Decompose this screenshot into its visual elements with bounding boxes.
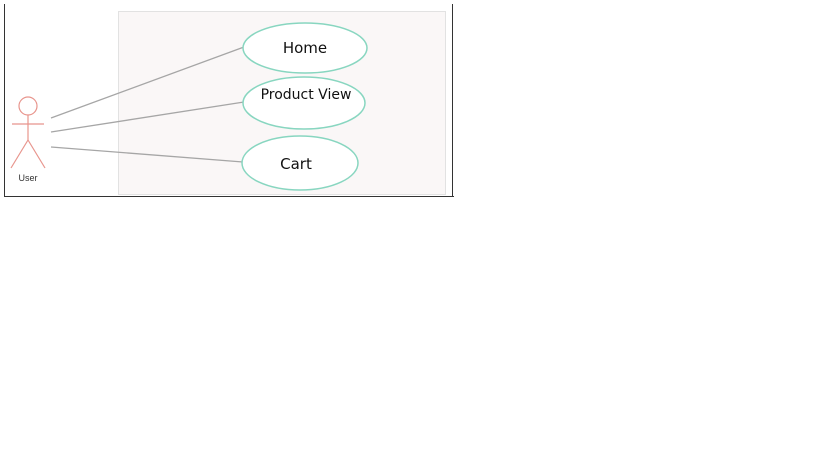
use-case-product-view-ellipse [242,76,366,130]
use-case-home-label: Home [283,39,327,57]
use-case-product-view: Product View [242,76,366,130]
use-case-home-ellipse [242,22,368,74]
use-case-cart-label: Cart [280,155,312,173]
use-case-product-view-label: Product View [261,87,352,103]
association-home [50,46,245,119]
actor-left-leg [10,139,29,169]
association-product-view [50,101,245,133]
use-case-home: Home [242,22,368,74]
actor-user [10,96,46,169]
actor-head [18,96,38,116]
actor-label: User [18,173,37,183]
diagram-frame [4,4,454,197]
association-cart [50,146,244,163]
associations [50,46,245,163]
use-case-cart: Cart [241,135,359,191]
use-case-cart-ellipse [241,135,359,191]
actor-right-leg [27,139,46,169]
